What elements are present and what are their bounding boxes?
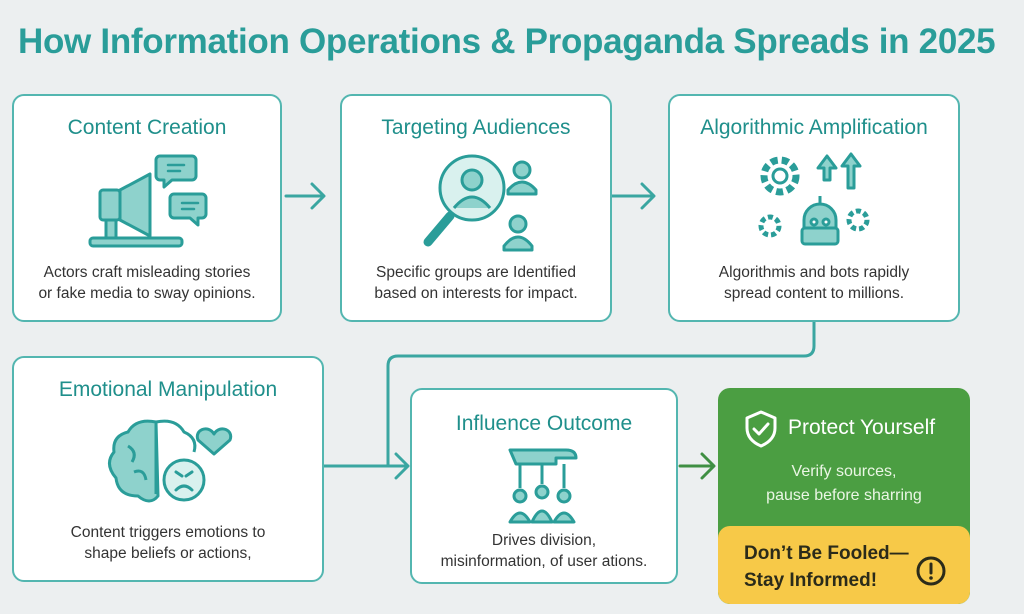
puppet-hand-icon xyxy=(504,444,588,533)
arrow-1-2 xyxy=(284,182,326,210)
step-description: Drives division, misinformation, of user… xyxy=(440,532,648,570)
step-card-influence-outcome: Influence Outcome Drives division, misin… xyxy=(410,388,678,584)
brain-heart-icon xyxy=(106,412,236,517)
protect-yourself-panel: Protect Yourself Verify sources, pause b… xyxy=(718,388,970,604)
step-card-emotional-manipulation: Emotional Manipulation Content triggers … xyxy=(12,356,324,582)
magnifier-user-icon xyxy=(416,150,546,259)
step-description: Specific groups are Identified based on … xyxy=(374,264,578,302)
warning-text: Don’t Be Fooled— Stay Informed! xyxy=(744,543,909,591)
warning-banner: Don’t Be Fooled— Stay Informed! xyxy=(718,526,970,604)
step-title: Content Creation xyxy=(67,116,227,139)
step-title: Emotional Manipulation xyxy=(58,378,278,401)
step-card-targeting-audiences: Targeting Audiences Specific groups are … xyxy=(340,94,612,322)
step-card-algorithmic-amplification: Algorithmic Amplification Algorithmis an… xyxy=(668,94,960,322)
step-card-content-creation: Content Creation Actors craft misleading… xyxy=(12,94,282,322)
step-title: Targeting Audiences xyxy=(381,116,571,139)
step-title: Algorithmic Amplification xyxy=(700,116,928,139)
page-title: How Information Operations & Propaganda … xyxy=(18,22,996,61)
arrow-5-protect xyxy=(678,452,716,480)
step-description: Actors craft misleading stories or fake … xyxy=(38,264,256,302)
exclamation-circle-icon xyxy=(916,556,946,591)
step-title: Influence Outcome xyxy=(455,412,633,435)
step-description: Algorithmis and bots rapidly spread cont… xyxy=(718,264,910,302)
gears-bot-icon xyxy=(754,150,878,259)
step-description: Content triggers emotions to shape belie… xyxy=(70,524,266,562)
arrow-2-3 xyxy=(610,182,656,210)
protect-title: Protect Yourself xyxy=(788,416,936,439)
megaphone-icon xyxy=(86,150,216,255)
protect-description: Verify sources, pause before sharring xyxy=(766,463,922,504)
shield-check-icon xyxy=(744,410,778,453)
